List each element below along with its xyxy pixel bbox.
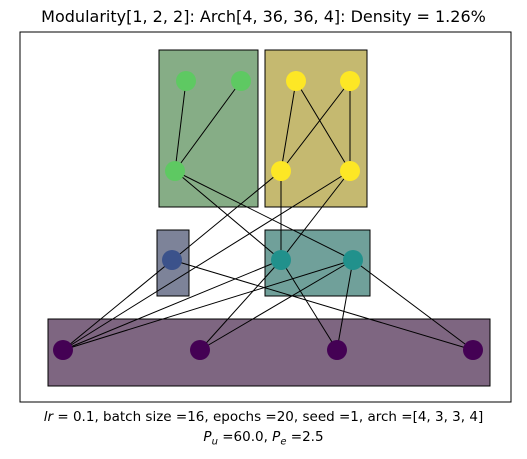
node-n3c	[327, 340, 347, 360]
edge-n2a-n3d	[171, 259, 474, 351]
edge-n0d-n1b	[280, 80, 351, 172]
node-n2c	[343, 250, 363, 270]
edge-n1a-n2b	[174, 170, 282, 261]
edge-n2b-n3b	[199, 259, 282, 351]
node-n0a	[176, 71, 196, 91]
node-n2a	[162, 250, 182, 270]
node-n0d	[340, 71, 360, 91]
node-n3a	[53, 340, 73, 360]
edge-n2b-n3a	[62, 259, 282, 351]
node-n0c	[286, 71, 306, 91]
edge-n1c-n3a	[62, 170, 351, 351]
edge-n0c-n1c	[295, 80, 351, 172]
pe-value: =2.5	[286, 429, 324, 445]
node-n2b	[271, 250, 291, 270]
node-n0b	[231, 71, 251, 91]
node-n3d	[463, 340, 483, 360]
lr-symbol: lr	[43, 409, 54, 425]
pe-symbol: P	[272, 429, 281, 445]
pe-subscript: e	[280, 436, 287, 448]
node-n1c	[340, 161, 360, 181]
edges-layer	[62, 80, 474, 351]
edge-n2b-n3c	[280, 259, 338, 351]
node-n1a	[165, 161, 185, 181]
caption-line-2: Pu =60.0, Pe =2.5	[0, 429, 527, 448]
input-module	[47, 318, 491, 387]
node-n1b	[271, 161, 291, 181]
caption-line-1-text: = 0.1, batch size =16, epochs =20, seed …	[53, 409, 484, 425]
plot-title: Modularity[1, 2, 2]: Arch[4, 36, 36, 4]:…	[41, 7, 486, 26]
pu-value: =60.0,	[217, 429, 273, 445]
edge-n2c-n3b	[199, 259, 354, 351]
edge-n1c-n2b	[280, 170, 351, 261]
pu-symbol: P	[203, 429, 212, 445]
edge-n2c-n3a	[62, 259, 354, 351]
edge-n1a-n2c	[174, 170, 354, 261]
caption-line-1: lr = 0.1, batch size =16, epochs =20, se…	[0, 409, 527, 425]
edge-n2c-n3d	[352, 259, 474, 351]
pu-subscript: u	[211, 436, 218, 448]
node-n3b	[190, 340, 210, 360]
edge-n0c-n1b	[280, 80, 297, 172]
axes-frame	[19, 31, 512, 403]
edge-n0a-n1a	[174, 80, 187, 172]
edge-n2c-n3c	[336, 259, 354, 351]
nodes-layer	[53, 71, 483, 360]
edge-n0b-n1a	[174, 80, 242, 172]
